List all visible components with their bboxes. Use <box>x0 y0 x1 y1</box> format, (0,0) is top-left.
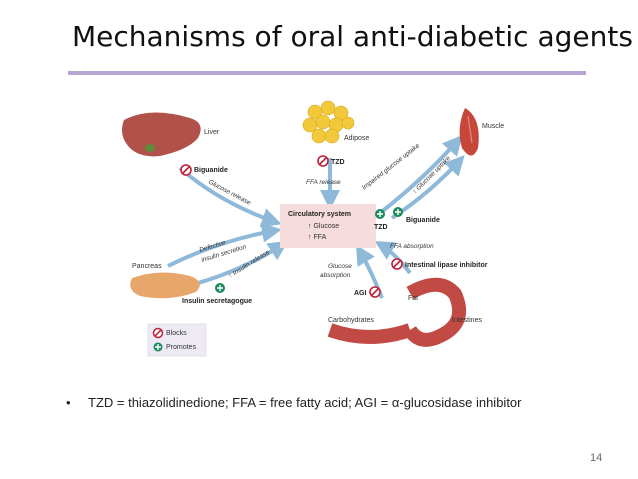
bullet-dot: • <box>66 395 71 410</box>
promote-icon <box>375 209 385 219</box>
tzd-adipose-label: TZD <box>331 159 345 166</box>
ffa-release-label: FFA release <box>306 179 341 186</box>
biguanide-liver-label: Biguanide <box>194 167 228 174</box>
block-icon <box>152 327 164 339</box>
ffa-absorption-label: FFA absorption <box>390 243 434 250</box>
footnote-text: TZD = thiazolidinedione; FFA = free fatt… <box>88 395 522 410</box>
block-icon <box>391 258 403 270</box>
insulin-secretagogue-label: Insulin secretagogue <box>182 298 252 305</box>
legend: Blocks Promotes <box>147 323 207 357</box>
center-ffa: ↑ FFA <box>308 234 327 241</box>
carbohydrates-label: Carbohydrates <box>328 317 374 324</box>
block-icon <box>180 164 192 176</box>
block-icon <box>317 155 329 167</box>
intestines-icon <box>327 277 466 347</box>
footnote-bullet: • TZD = thiazolidinedione; FFA = free fat… <box>66 395 522 410</box>
center-glucose: ↑ Glucose <box>308 223 339 230</box>
title-divider <box>68 71 586 75</box>
center-title: Circulatory system <box>288 211 351 218</box>
mechanism-diagram: Liver Biguanide Adipose TZD FFA release … <box>122 100 504 357</box>
agi-label: AGI <box>354 290 367 297</box>
circulatory-system-box <box>280 204 376 248</box>
promote-icon <box>393 207 403 217</box>
muscle-uptake-arrow-2 <box>390 155 465 220</box>
defective-secretion-arrow <box>167 222 282 268</box>
fat-label: Fat <box>408 295 418 302</box>
tzd-muscle-label: TZD <box>374 224 388 231</box>
pancreas-label: Pancreas <box>132 263 162 270</box>
lipase-inhibitor-label: Intestinal lipase inhibitor <box>405 262 488 269</box>
legend-blocks-label: Blocks <box>166 330 187 337</box>
muscle-uptake-arrow <box>378 134 463 215</box>
intestines-label: Intestines <box>452 317 482 324</box>
page-number: 14 <box>590 452 603 464</box>
adipose-icon <box>302 100 355 144</box>
promote-icon <box>215 283 225 293</box>
muscle-icon <box>459 108 479 156</box>
glucose-release-arrow <box>178 166 282 228</box>
liver-label: Liver <box>204 129 220 136</box>
block-icon <box>369 286 381 298</box>
legend-promotes-label: Promotes <box>166 344 196 351</box>
glucose-absorption-label-1: Glucose <box>328 263 352 270</box>
promote-icon <box>153 342 163 352</box>
biguanide-muscle-label: Biguanide <box>406 217 440 224</box>
slide-title: Mechanisms of oral anti-diabetic agents <box>72 20 633 53</box>
ffa-absorption-arrow <box>374 240 412 275</box>
adipose-label: Adipose <box>344 135 369 142</box>
liver-icon <box>122 112 201 157</box>
glucose-absorption-label-2: absorption <box>320 272 351 279</box>
pancreas-icon <box>130 272 200 299</box>
muscle-label: Muscle <box>482 123 504 130</box>
